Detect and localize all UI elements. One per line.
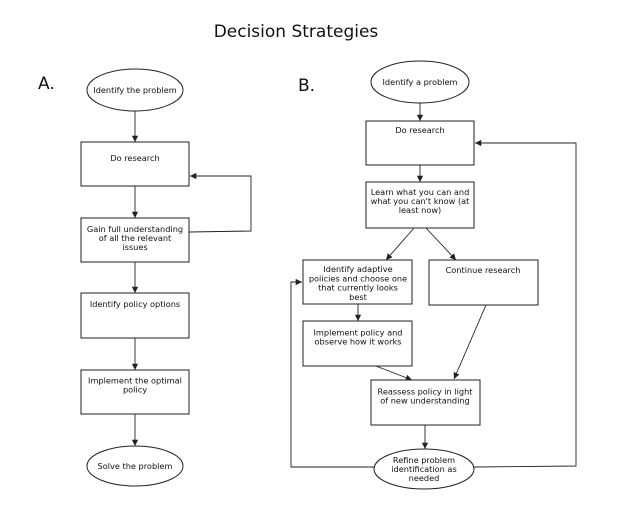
node-label-line: Continue research: [446, 265, 521, 275]
node-label-line: policies and choose one: [309, 273, 407, 283]
node-label-line: Learn what you can and: [371, 187, 470, 197]
edge-b-implement-to-reassess: [375, 365, 413, 381]
node-label-line: Identify policy options: [90, 299, 180, 309]
panel-b-edges: [290, 103, 577, 468]
node-label-line: Gain full understanding: [87, 224, 183, 234]
node-b-reassess: [370, 379, 481, 426]
edge-a-understanding-loop-to-research: [188, 172, 252, 233]
edge-b-learn-to-continue: [425, 227, 457, 261]
node-b-identify-adaptive: [302, 259, 413, 305]
node-label-line: Identify a problem: [382, 77, 457, 87]
node-label-line: what you can't know (at: [371, 196, 471, 206]
node-a-identify-policy-label: Identify policy options: [90, 299, 180, 309]
node-label-line: Do research: [395, 125, 444, 135]
node-b-identify-problem-label: Identify a problem: [382, 77, 457, 87]
node-a-do-research: [80, 141, 190, 187]
node-label-line: of all the relevant: [99, 233, 172, 243]
node-label-line: Implement the optimal: [88, 375, 182, 385]
node-b-implement-observe: [302, 320, 413, 367]
node-b-do-research: [365, 120, 475, 166]
node-a-identify-problem: [86, 68, 184, 112]
node-b-learn: [365, 181, 475, 229]
node-label-line: policy: [123, 385, 147, 395]
node-label-line: Refine problem: [393, 455, 455, 465]
node-label-line: Solve the problem: [98, 461, 173, 471]
node-a-identify-policy: [80, 292, 190, 339]
node-label-line: identification as: [391, 464, 456, 474]
node-a-do-research-label: Do research: [110, 153, 159, 163]
node-b-refine: [373, 448, 475, 490]
panel-a-edges: [131, 111, 252, 446]
node-a-identify-problem-label: Identify the problem: [93, 85, 176, 95]
diagram-title: Decision Strategies: [214, 22, 379, 42]
node-label-line: best: [349, 292, 368, 302]
node-a-solve-problem: [86, 445, 184, 487]
edge-b-learn-to-adaptive: [385, 227, 415, 261]
edge-b-refine-loop-to-research: [473, 139, 577, 468]
panel-a-label: A.: [38, 74, 55, 94]
node-b-continue-research-label: Continue research: [446, 265, 521, 275]
node-b-identify-problem: [370, 60, 470, 104]
panel-b-nodes: Identify a problem Do research Learn wha…: [302, 60, 539, 490]
node-label-line: issues: [122, 242, 147, 252]
node-label-line: needed: [409, 473, 440, 483]
node-label-line: of new understanding: [380, 396, 470, 406]
node-b-continue-research: [428, 259, 539, 306]
edge-b-refine-loop-to-adaptive: [290, 278, 375, 468]
node-label-line: that currently looks: [318, 283, 398, 293]
node-label-line: observe how it works: [314, 337, 401, 347]
node-a-gain-understanding: [80, 217, 190, 263]
node-label-line: least now): [399, 205, 442, 215]
node-label-line: Do research: [110, 153, 159, 163]
panel-a-nodes: Identify the problem Do research Gain fu…: [80, 68, 190, 487]
node-a-solve-problem-label: Solve the problem: [98, 461, 173, 471]
panel-b-label: B.: [298, 76, 315, 96]
node-b-do-research-label: Do research: [395, 125, 444, 135]
node-a-implement-optimal: [80, 369, 190, 415]
node-label-line: Identify adaptive: [323, 264, 392, 274]
node-label-line: Implement policy and: [313, 327, 402, 337]
edge-b-continue-to-reassess: [453, 304, 487, 380]
node-label-line: Identify the problem: [93, 85, 176, 95]
node-label-line: Reassess policy in light: [378, 386, 474, 396]
